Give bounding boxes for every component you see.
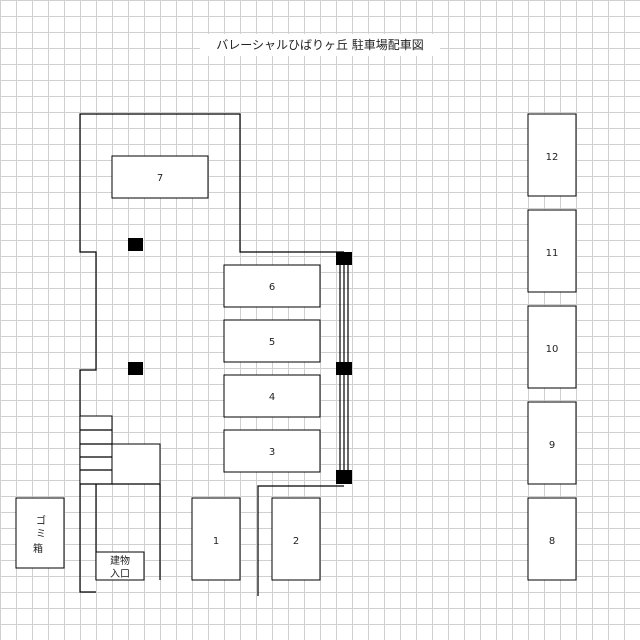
space-number-10: 10 xyxy=(546,344,559,355)
pillar xyxy=(336,470,352,484)
space-number-1: 1 xyxy=(213,536,219,547)
parking-space-8[interactable] xyxy=(527,497,577,581)
space-number-8: 8 xyxy=(549,536,555,547)
pillar xyxy=(128,362,143,375)
parking-space-4[interactable] xyxy=(223,374,321,418)
parking-space-9[interactable] xyxy=(527,401,577,485)
pillar xyxy=(336,362,352,375)
drive-divider xyxy=(257,485,344,596)
space-number-5: 5 xyxy=(269,337,275,348)
parking-space-1[interactable] xyxy=(191,497,241,581)
space-number-12: 12 xyxy=(546,152,559,163)
parking-space-3[interactable] xyxy=(223,429,321,473)
space-number-6: 6 xyxy=(269,282,275,293)
garbage-label-3: 箱 xyxy=(33,542,43,555)
pillar xyxy=(336,252,352,265)
pillar xyxy=(128,238,143,251)
space-number-2: 2 xyxy=(293,536,299,547)
space-number-3: 3 xyxy=(269,447,275,458)
garbage-label-1: ゴ xyxy=(36,514,46,527)
entrance-label-1: 建物 xyxy=(110,554,130,567)
garbage-box xyxy=(15,497,65,569)
space-number-7: 7 xyxy=(157,173,163,184)
garbage-label-2: ミ xyxy=(36,529,46,540)
space-number-4: 4 xyxy=(269,392,275,403)
parking-space-7[interactable] xyxy=(111,155,209,199)
entrance-box xyxy=(95,551,145,581)
parking-space-5[interactable] xyxy=(223,319,321,363)
landing xyxy=(111,443,161,485)
parking-space-10[interactable] xyxy=(527,305,577,389)
parking-space-11[interactable] xyxy=(527,209,577,293)
entrance-label-2: 入口 xyxy=(110,569,130,580)
parking-space-2[interactable] xyxy=(271,497,321,581)
parking-space-6[interactable] xyxy=(223,264,321,308)
space-number-11: 11 xyxy=(546,248,559,259)
parking-space-12[interactable] xyxy=(527,113,577,197)
diagram-title: バレーシャルひばりヶ丘 駐車場配車図 xyxy=(200,34,440,56)
staircase xyxy=(79,415,113,485)
space-number-9: 9 xyxy=(549,440,555,451)
